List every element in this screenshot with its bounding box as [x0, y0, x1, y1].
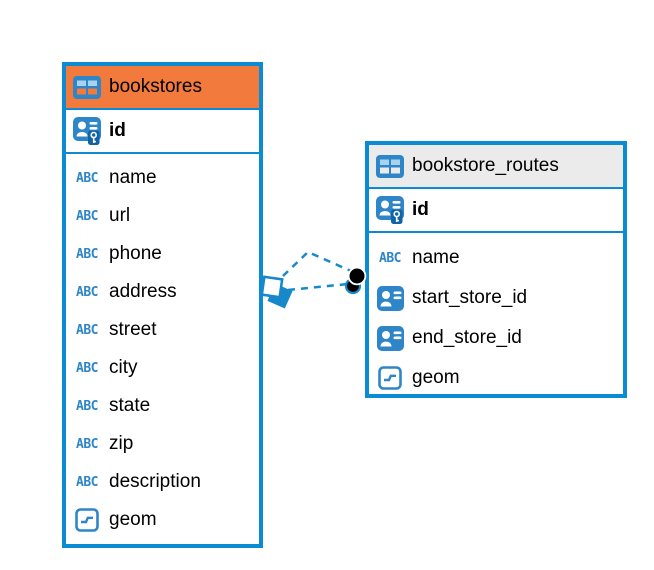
reference-type-icon [376, 285, 404, 311]
column-row-end-store-id[interactable]: end_store_id [369, 318, 623, 358]
text-type-icon: ABC [76, 360, 98, 376]
column-row-id[interactable]: id [369, 189, 623, 233]
column-row-description[interactable]: ABC description [66, 463, 259, 501]
column-row-city[interactable]: ABC city [66, 349, 259, 387]
relationship-line-elbow[interactable] [282, 250, 352, 277]
column-name: city [109, 357, 138, 378]
text-type-icon: ABC [76, 436, 98, 452]
column-row-geom[interactable]: geom [66, 501, 259, 539]
column-name: geom [109, 509, 157, 530]
column-row-zip[interactable]: ABC zip [66, 425, 259, 463]
geometry-type-icon [73, 508, 101, 532]
column-row-geom[interactable]: geom [369, 358, 623, 398]
relationship-line-straight[interactable] [287, 282, 349, 292]
column-row-phone[interactable]: ABC phone [66, 235, 259, 273]
text-type-icon: ABC [76, 246, 98, 262]
column-name: name [109, 167, 157, 188]
connector-dot-markers [344, 266, 367, 295]
column-name: id [109, 120, 126, 141]
geometry-type-icon [376, 366, 404, 390]
column-name: end_store_id [412, 327, 522, 348]
column-row-street[interactable]: ABC street [66, 311, 259, 349]
column-name: url [109, 205, 131, 226]
table-header-bookstores[interactable]: bookstores [66, 66, 259, 110]
column-name: start_store_id [412, 287, 528, 308]
table-title: bookstore_routes [412, 155, 559, 176]
column-name: geom [412, 367, 460, 388]
reference-type-icon [376, 325, 404, 351]
column-list: ABC name ABC url ABC phone ABC address A… [66, 154, 259, 544]
column-name: state [109, 395, 151, 416]
connector-diamond-markers [260, 275, 293, 309]
column-row-id[interactable]: id [66, 110, 259, 154]
text-type-icon: ABC [76, 284, 98, 300]
column-row-name[interactable]: ABC name [369, 238, 623, 278]
primary-key-icon [376, 196, 404, 224]
table-header-bookstore-routes[interactable]: bookstore_routes [369, 145, 623, 189]
column-row-start-store-id[interactable]: start_store_id [369, 278, 623, 318]
column-name: id [412, 199, 429, 220]
table-title: bookstores [109, 76, 202, 97]
table-icon [73, 75, 101, 99]
text-type-icon: ABC [76, 474, 98, 490]
column-name: description [109, 471, 201, 492]
table-bookstores[interactable]: bookstores id ABC [62, 62, 263, 548]
column-row-state[interactable]: ABC state [66, 387, 259, 425]
text-type-icon: ABC [76, 322, 98, 338]
column-row-address[interactable]: ABC address [66, 273, 259, 311]
primary-key-icon [73, 117, 101, 145]
column-name: name [412, 247, 460, 268]
table-icon [376, 154, 404, 178]
column-name: zip [109, 433, 134, 454]
column-row-url[interactable]: ABC url [66, 197, 259, 235]
column-name: phone [109, 243, 162, 264]
column-list: ABC name start_store_id [369, 233, 623, 398]
text-type-icon: ABC [76, 398, 98, 414]
text-type-icon: ABC [76, 170, 98, 186]
column-name: street [109, 319, 157, 340]
column-name: address [109, 281, 177, 302]
table-bookstore-routes[interactable]: bookstore_routes id ABC [365, 141, 627, 398]
column-row-name[interactable]: ABC name [66, 159, 259, 197]
text-type-icon: ABC [76, 208, 98, 224]
text-type-icon: ABC [379, 250, 401, 266]
